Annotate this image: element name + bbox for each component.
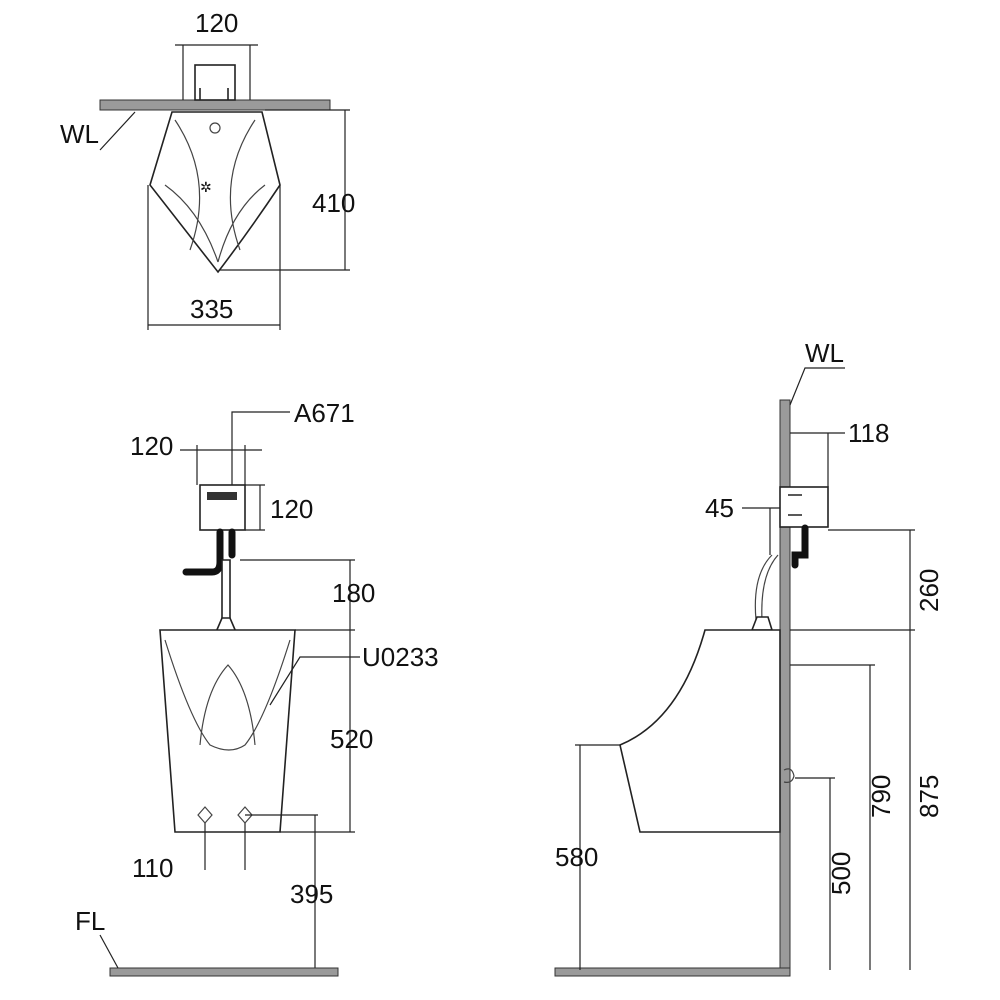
top-view: ✲ 120 WL 410 335 [60,8,355,330]
dim-line-118 [790,432,845,487]
dim-120-a: 120 [130,431,173,461]
flush-pipe [221,559,231,621]
flush-valve-side [779,486,829,528]
dim-line-790 [790,664,875,970]
dim-410: 410 [312,188,355,218]
u0233-leader [269,656,360,706]
drain-icon: ✲ [200,179,212,195]
dim-395: 395 [290,879,333,909]
dim-520: 520 [330,724,373,754]
dim-45: 45 [705,493,734,523]
valve-box-top [194,64,236,101]
flush-pipe-side [754,554,779,621]
dim-lines-260-875 [790,529,915,970]
dim-lines-110-395 [204,814,318,970]
a671-leader [231,411,290,485]
dim-120-b: 120 [270,494,313,524]
dim-line-580 [575,744,620,970]
supply-hose [182,528,224,576]
dim-260: 260 [914,569,944,612]
valve-sensor [207,492,237,500]
valve-pipes [199,88,229,100]
supply-hose-side [791,524,809,569]
urinal-front-body [159,629,296,833]
dim-118: 118 [848,418,889,448]
dim-120-top: 120 [195,8,238,38]
u0233-label: U0233 [362,642,439,672]
dim-line-410 [99,109,350,271]
floor-side [554,967,791,977]
side-view: WL 118 45 260 875 790 500 580 [554,338,944,977]
outlet-side [783,768,795,783]
dim-580: 580 [555,842,598,872]
dim-lines-180-520 [240,559,355,833]
dim-500: 500 [826,852,856,895]
dim-line-120-b [245,484,265,531]
wl-leader-side [789,367,845,406]
dim-line-120-a [180,445,262,485]
fl-leader [99,934,119,969]
wl-label-top: WL [60,119,99,149]
floor-front [109,967,339,977]
flush-valve-a671 [199,484,246,531]
front-view: 120 120 A671 180 520 U0233 110 395 FL [75,398,439,977]
dim-110: 110 [132,853,173,883]
a671-label: A671 [294,398,355,428]
valve-brackets [788,494,802,516]
dim-875: 875 [914,775,944,818]
urinal-side-body [619,629,781,833]
fl-label: FL [75,906,105,936]
dim-335: 335 [190,294,233,324]
urinal-front-contour [164,639,291,751]
dim-line-335 [147,185,281,330]
dim-line-120 [175,44,258,100]
urinal-top-contour [164,119,266,263]
dim-line-500 [795,777,835,970]
wl-label-side: WL [805,338,844,368]
spreader-hole [209,122,221,134]
dim-180: 180 [332,578,375,608]
urinal-top-outline [149,111,281,274]
dim-line-45 [742,507,780,555]
wall-slab [99,99,331,111]
spud-side [750,616,774,631]
dim-790: 790 [866,775,896,818]
